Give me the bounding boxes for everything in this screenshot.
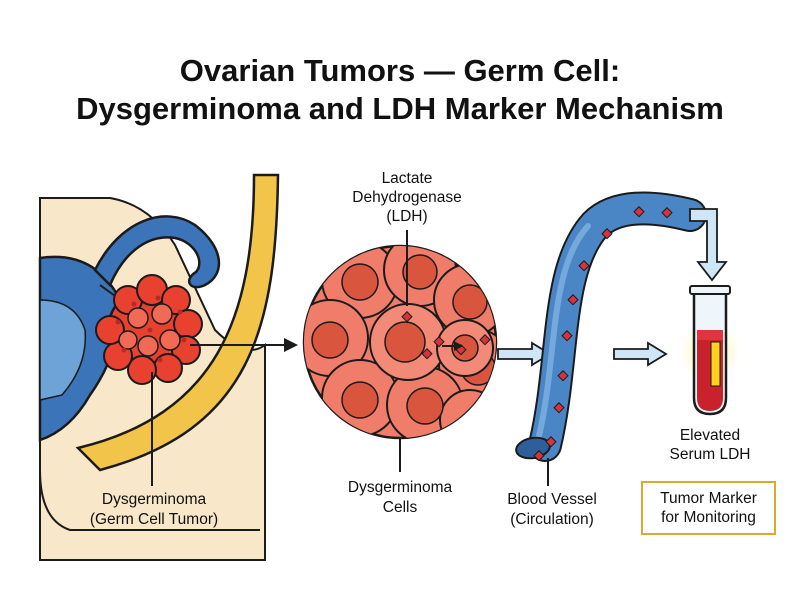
title-line-2: Dysgerminoma and LDH Marker Mechanism: [76, 91, 724, 126]
tumor-marker-box: Tumor Marker for Monitoring: [641, 481, 776, 535]
result-label-line-1: Elevated: [680, 427, 740, 444]
result-label: Elevated Serum LDH: [670, 427, 751, 463]
blood-vessel: [515, 191, 707, 462]
marker-box-line-2: for Monitoring: [661, 509, 756, 526]
marker-box-line-1: Tumor Marker: [660, 490, 757, 507]
ldh-label-line-3: (LDH): [386, 208, 427, 225]
uterus-and-tube: [38, 215, 221, 442]
arrow-vessel-to-tube: [689, 208, 728, 282]
pelvic-bone: [75, 173, 280, 472]
vessel-label-line-1: Blood Vessel: [507, 491, 597, 508]
test-tube: [680, 285, 740, 416]
tumor-label: Dysgerminoma (Germ Cell Tumor): [90, 491, 218, 528]
dysgerminoma-cell-cluster: [302, 244, 498, 440]
ldh-label-line-1: Lactate: [382, 170, 433, 187]
cells-label-line-1: Dysgerminoma: [348, 479, 453, 496]
arrow-to-test-tube: [613, 341, 668, 367]
tumor-label-line-2: (Germ Cell Tumor): [90, 511, 218, 528]
result-label-line-2: Serum LDH: [670, 446, 751, 463]
ldh-label: Lactate Dehydrogenase (LDH): [352, 170, 461, 225]
title-line-1: Ovarian Tumors — Germ Cell:: [179, 53, 621, 88]
fallopian-tube: [93, 215, 221, 289]
arrow-tumor-to-cells: [190, 338, 298, 352]
page-title: Ovarian Tumors — Germ Cell: Dysgerminoma…: [0, 52, 800, 128]
ldh-label-line-2: Dehydrogenase: [352, 189, 461, 206]
cells-label-line-2: Cells: [383, 499, 418, 516]
vessel-label-line-2: (Circulation): [510, 511, 594, 528]
cells-label: Dysgerminoma Cells: [348, 479, 453, 516]
tumor-label-line-1: Dysgerminoma: [102, 491, 207, 508]
vessel-label: Blood Vessel (Circulation): [507, 491, 597, 528]
ovarian-tumor-mass: [95, 274, 203, 385]
